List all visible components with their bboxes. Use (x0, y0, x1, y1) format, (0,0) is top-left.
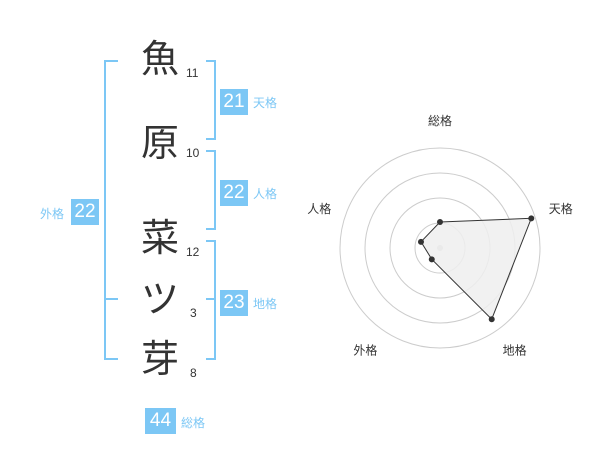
chikaku-label: 地格 (253, 297, 278, 311)
name-char-5: 芽 (141, 337, 180, 381)
radar-point-4 (417, 238, 424, 245)
name-char-1: 魚 (141, 37, 180, 81)
radar-axis-label-1: 天格 (549, 201, 573, 216)
gaikaku-value-badge: 22 (71, 199, 99, 225)
radar-point-0 (437, 219, 443, 225)
gaikaku-bracket-vertical (104, 60, 106, 360)
stroke-count-5: 8 (190, 366, 197, 380)
jinkaku-bracket-bottom (206, 228, 216, 230)
jinkaku-bracket-vertical (214, 150, 216, 230)
chikaku-bracket-mid (206, 298, 216, 300)
stroke-count-3: 12 (186, 245, 200, 259)
gaikaku-bracket-bottom (104, 358, 118, 360)
radar-series-polygon (420, 217, 533, 321)
stroke-count-2: 10 (186, 146, 200, 160)
radar-axis-label-2: 地格 (503, 343, 527, 358)
stroke-count-1: 11 (186, 66, 199, 80)
name-char-4: ツ (141, 277, 180, 321)
chikaku-value-badge: 23 (220, 290, 248, 316)
radar-point-2 (488, 316, 495, 323)
soukaku-label: 総格 (181, 416, 206, 430)
tenkaku-value-badge: 21 (220, 89, 248, 115)
name-char-3: 菜 (141, 216, 180, 260)
soukaku-value-badge: 44 (145, 408, 176, 434)
radar-point-3 (428, 256, 435, 263)
jinkaku-value-badge: 22 (220, 180, 248, 206)
gaikaku-bracket-top (104, 60, 118, 62)
chikaku-bracket-bottom (206, 358, 216, 360)
radar-axis-label-0: 総格 (428, 113, 452, 128)
tenkaku-bracket-vertical (214, 60, 216, 140)
tenkaku-label: 天格 (253, 96, 278, 110)
radar-point-1 (528, 215, 535, 222)
jinkaku-bracket-top (206, 150, 216, 152)
radar-axis-label-3: 外格 (353, 343, 377, 358)
stroke-count-4: 3 (190, 306, 197, 320)
radar-axis-label-4: 人格 (307, 201, 331, 216)
tenkaku-bracket-top (206, 60, 216, 62)
radar-points (417, 215, 535, 323)
tenkaku-bracket-bottom (206, 138, 216, 140)
jinkaku-label: 人格 (253, 187, 278, 201)
chikaku-bracket-vertical (214, 240, 216, 360)
radar-ring-4 (339, 147, 541, 349)
radar-area (420, 217, 533, 321)
gaikaku-bracket-mid (104, 298, 118, 300)
chikaku-bracket-top (206, 240, 216, 242)
gaikaku-label: 外格 (40, 207, 65, 221)
name-char-2: 原 (141, 121, 180, 165)
